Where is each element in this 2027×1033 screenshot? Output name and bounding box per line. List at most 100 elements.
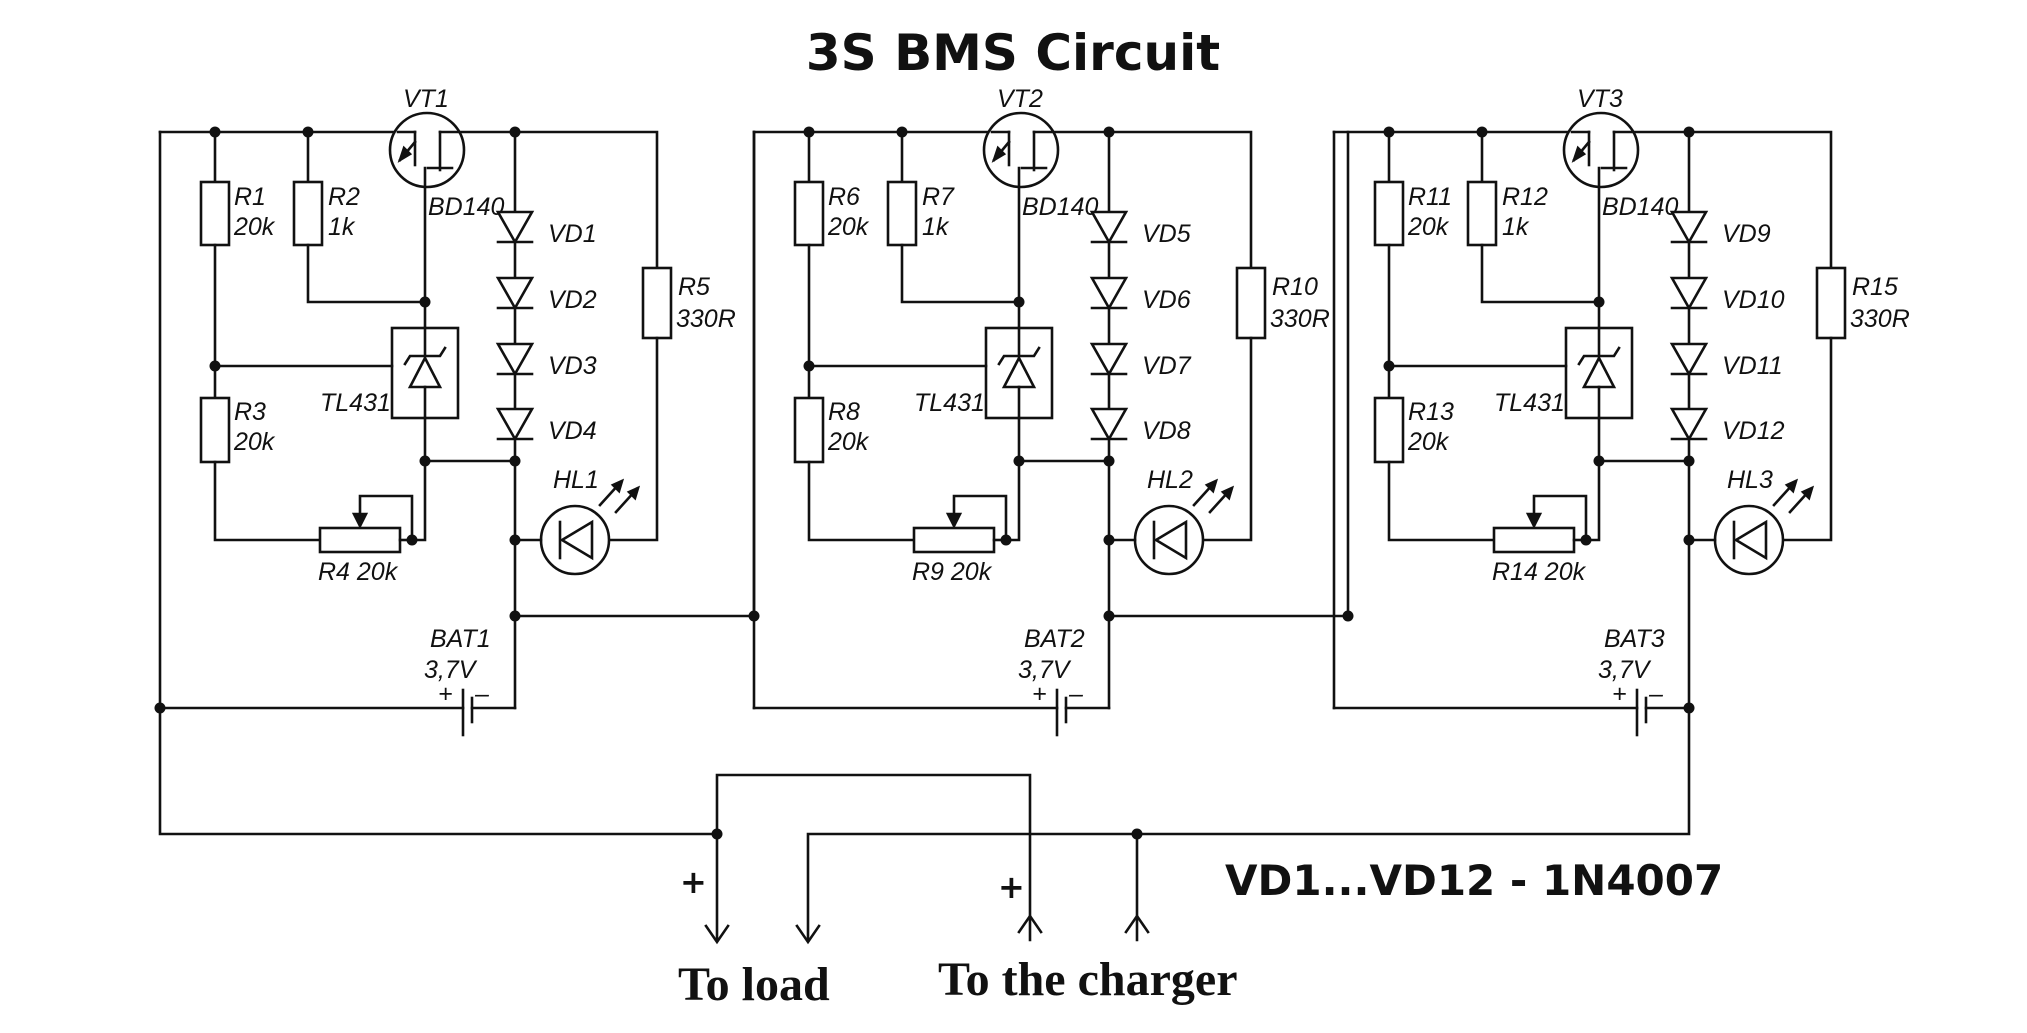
diode-triangle: [495, 407, 535, 442]
junction-dot: [1013, 296, 1025, 308]
led-hl3: [1687, 478, 1815, 576]
transistor-label: VT2: [997, 85, 1043, 113]
led-ray-arrow: [1204, 478, 1219, 494]
diode-vd11: [1669, 342, 1709, 377]
diode-label: VD4: [548, 417, 597, 445]
trimmer-wiper: [358, 494, 414, 542]
led-ray-arrow: [626, 485, 641, 501]
diode-label: VD7: [1142, 352, 1192, 380]
battery-voltage-label: 3,7V: [424, 656, 478, 684]
diode-label: VD8: [1142, 417, 1191, 445]
transistor-type-label: BD140: [1602, 193, 1679, 221]
diode-vd8: [1089, 407, 1129, 442]
diode-vd3: [495, 342, 535, 377]
resistor-r13: [1373, 396, 1405, 464]
junction-dot: [509, 534, 521, 546]
trimmer-arrow: [1525, 512, 1543, 529]
diode-triangle: [1089, 407, 1129, 442]
regulator-bar: [403, 346, 447, 366]
resistor-name-label: R12: [1502, 183, 1548, 211]
wire: [306, 243, 427, 304]
resistor-value-label: 1k: [1502, 213, 1530, 241]
regulator-bar: [997, 346, 1041, 366]
transistor-body: [1562, 111, 1640, 189]
transistor-label: VT3: [1577, 85, 1623, 113]
diode-vd10: [1669, 276, 1709, 311]
regulator-label: TL431: [320, 389, 391, 417]
battery-voltage-label: 3,7V: [1018, 656, 1072, 684]
arrow-down-icon: [704, 924, 730, 945]
resistor-value-label: 330R: [676, 305, 736, 333]
resistor-value-label: 20k: [1407, 213, 1450, 241]
led-ray-arrow: [1784, 478, 1799, 494]
wire: [1584, 459, 1601, 542]
diode-note: VD1...VD12 - 1N4007: [1225, 856, 1723, 905]
battery-minus-label: –: [1068, 680, 1084, 708]
resistor-name-label: R1: [234, 183, 266, 211]
trimmer-body: [318, 526, 402, 554]
battery-label: BAT1: [430, 625, 491, 653]
resistor-name-label: R10: [1272, 273, 1318, 301]
resistor-value-label: 1k: [922, 213, 950, 241]
diode-triangle: [1669, 407, 1709, 442]
load-plus-label: +: [680, 863, 707, 901]
diode-label: VD10: [1722, 286, 1785, 314]
diode-label: VD1: [548, 220, 597, 248]
diode-triangle: [1089, 342, 1129, 377]
led-ray-arrow: [1220, 485, 1235, 501]
resistor-name-label: R5: [678, 273, 710, 301]
wire: [807, 460, 916, 542]
wire: [158, 706, 719, 836]
led-label: HL1: [553, 466, 599, 494]
wire: [715, 773, 1032, 942]
led-ray-arrow: [1800, 485, 1815, 501]
battery-voltage-label: 3,7V: [1598, 656, 1652, 684]
trimmer-label: R9 20k: [912, 558, 993, 586]
charger-plus-label: +: [998, 868, 1025, 906]
transistor-body: [982, 111, 1060, 189]
trimmer-arrow: [351, 512, 369, 529]
wire: [806, 832, 1139, 942]
resistor-r12: [1466, 180, 1498, 247]
diode-vd12: [1669, 407, 1709, 442]
resistor-value-label: 20k: [827, 213, 870, 241]
diode-triangle: [495, 210, 535, 245]
led-ray-arrow: [610, 478, 625, 494]
resistor-name-label: R7: [922, 183, 955, 211]
resistor-r10: [1235, 266, 1267, 340]
diode-vd1: [495, 210, 535, 245]
regulator-label: TL431: [1494, 389, 1565, 417]
wire: [1630, 130, 1833, 270]
regulator-tl431: [807, 326, 1054, 420]
battery-label: BAT3: [1604, 625, 1665, 653]
resistor-name-label: R15: [1852, 273, 1898, 301]
emitter-arrow: [397, 145, 413, 163]
wire: [213, 460, 322, 542]
resistor-value-label: 20k: [233, 213, 276, 241]
arrow-up-icon: [1017, 913, 1043, 934]
resistor-r6: [793, 180, 825, 247]
led-triangle: [559, 519, 594, 561]
wire: [608, 336, 659, 542]
diode-label: VD6: [1142, 286, 1191, 314]
regulator-label: TL431: [914, 389, 985, 417]
diode-triangle: [1669, 342, 1709, 377]
battery-bat3: [1332, 688, 1691, 737]
diode-vd5: [1089, 210, 1129, 245]
resistor-name-label: R2: [328, 183, 360, 211]
transistor-vt2: [982, 111, 1060, 189]
trimmer-wiper: [952, 494, 1008, 542]
diode-label: VD5: [1142, 220, 1191, 248]
resistor-r1: [199, 180, 231, 247]
resistor-r15: [1815, 266, 1847, 340]
resistor-value-label: 330R: [1270, 305, 1330, 333]
battery-label: BAT2: [1024, 625, 1085, 653]
arrow-up-icon: [1124, 913, 1150, 934]
diode-vd7: [1089, 342, 1129, 377]
battery-bat1: [158, 688, 517, 737]
junction-dot: [1103, 534, 1115, 546]
